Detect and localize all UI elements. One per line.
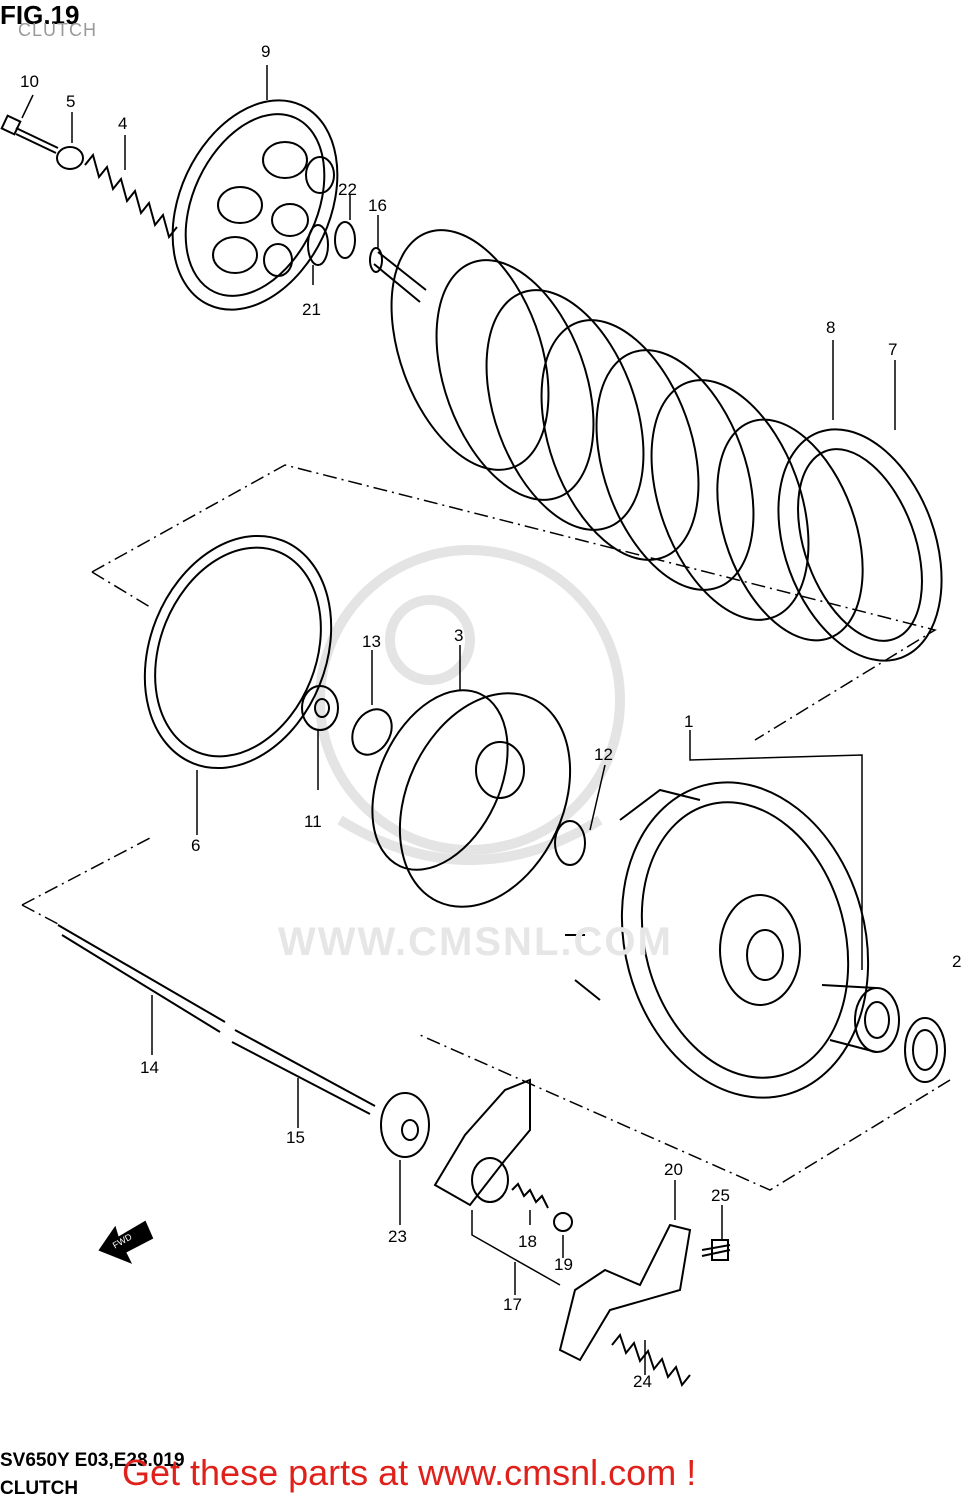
part-6-plate — [143, 534, 333, 770]
part-5-washer — [56, 146, 84, 170]
part-15-rod — [231, 1029, 376, 1115]
callout-8: 8 — [826, 318, 836, 337]
part-2-spacer — [821, 984, 946, 1083]
callout-3: 3 — [454, 626, 464, 645]
callout-7: 7 — [888, 340, 898, 359]
part-22-bearing — [334, 221, 356, 259]
callout-15: 15 — [286, 1128, 305, 1147]
callout-24: 24 — [633, 1372, 652, 1391]
callout-21: 21 — [302, 300, 321, 319]
callout-1: 1 — [684, 712, 694, 731]
part-24-spring — [611, 1332, 691, 1388]
part-16-pushrod — [369, 247, 427, 303]
callout-10: 10 — [20, 72, 39, 91]
callout-19: 19 — [554, 1255, 573, 1274]
diagram-code: SV650Y E03,E28.019 — [0, 1450, 185, 1471]
callout-11: 11 — [304, 812, 322, 831]
cta-link[interactable]: Get these parts at www.cmsnl.com ! — [122, 1452, 697, 1493]
callout-9: 9 — [261, 42, 271, 61]
part-12-washer — [554, 820, 586, 866]
part-7-8-plate-stack — [390, 229, 943, 662]
footer-subtitle: CLUTCH — [0, 1478, 79, 1499]
part-17-release-assembly — [433, 1078, 531, 1207]
part-18-screw — [511, 1182, 549, 1209]
callout-25: 25 — [711, 1186, 730, 1205]
callout-4: 4 — [118, 114, 128, 133]
callout-12: 12 — [594, 745, 613, 764]
callout-20: 20 — [664, 1160, 683, 1179]
callout-23: 23 — [388, 1227, 407, 1246]
callout-5: 5 — [66, 92, 76, 111]
part-20-bracket — [558, 1223, 692, 1362]
callout-22: 22 — [338, 180, 357, 199]
part-13-lock-washer — [351, 708, 393, 756]
part-25-bolt — [701, 1239, 731, 1261]
callout-17: 17 — [503, 1295, 522, 1314]
callout-16: 16 — [368, 196, 387, 215]
part-9-pressure-plate — [171, 99, 339, 311]
part-3-sleeve-hub — [371, 689, 572, 908]
part-21-washer — [307, 224, 329, 266]
part-23-bearing — [380, 1092, 430, 1158]
assembly-boundary — [21, 464, 951, 1191]
part-11-nut — [301, 685, 339, 731]
figure-subtitle: CLUTCH — [18, 20, 98, 40]
part-10-bolt — [0, 114, 59, 154]
leader-lines — [21, 65, 896, 1375]
part-1-housing — [565, 781, 870, 1099]
callout-14: 14 — [140, 1058, 159, 1077]
part-14-rod — [57, 924, 226, 1033]
fwd-arrow-icon — [98, 1220, 154, 1264]
callout-18: 18 — [518, 1232, 537, 1251]
callout-2: 2 — [952, 952, 961, 971]
figure-title: FIG.19 — [0, 0, 80, 30]
part-19-nut — [553, 1212, 573, 1232]
part-4-spring — [84, 152, 178, 240]
callout-6: 6 — [191, 836, 201, 855]
watermark-text: WWW.CMSNL.COM — [278, 920, 673, 964]
callout-13: 13 — [362, 632, 381, 651]
